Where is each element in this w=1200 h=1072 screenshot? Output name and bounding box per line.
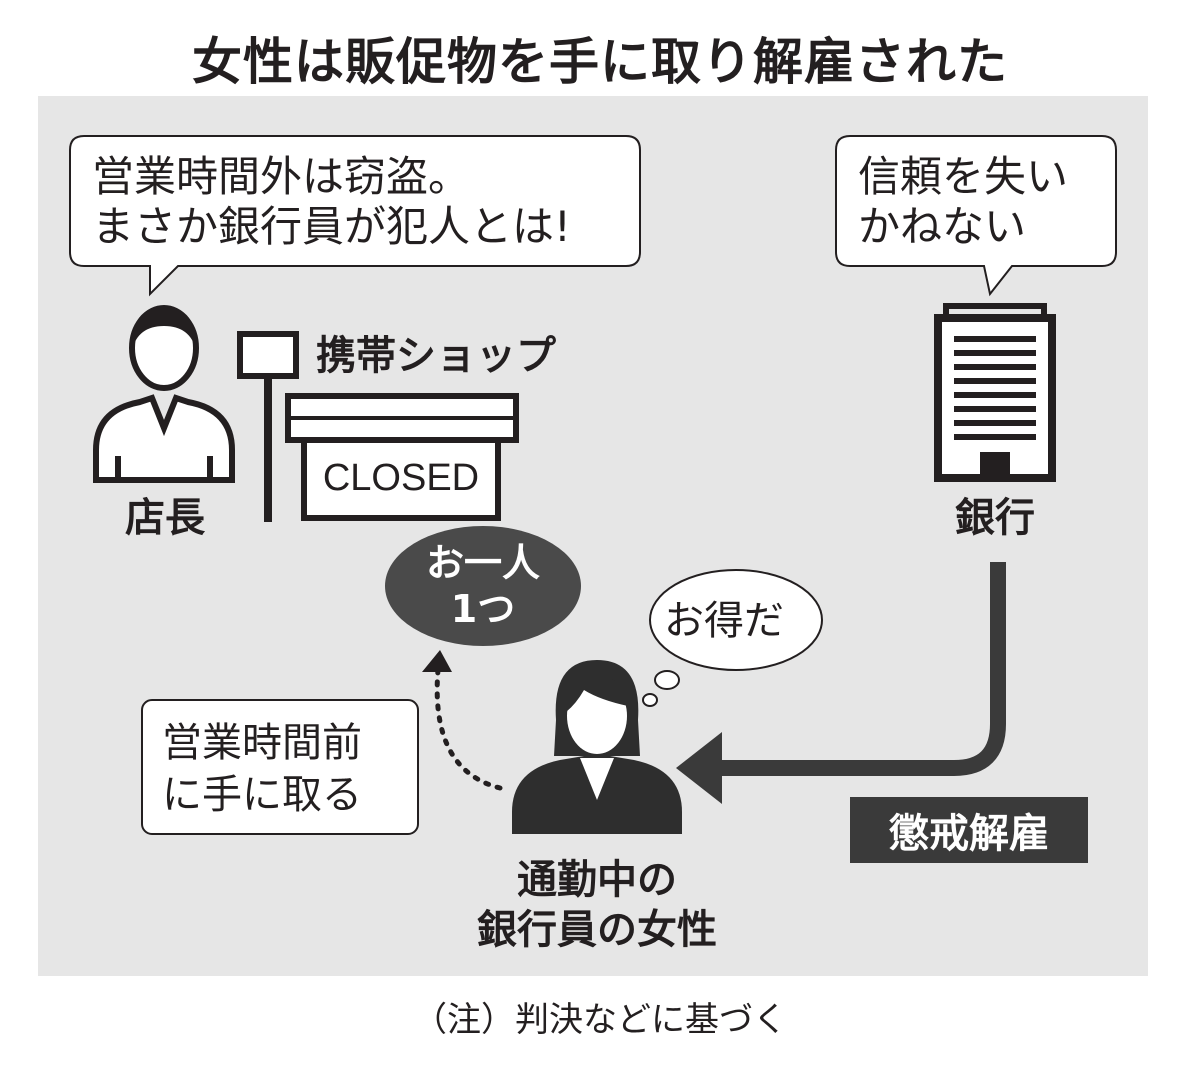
manager-label: 店長 — [125, 495, 205, 541]
promo-oval — [385, 526, 581, 646]
dotted-arrow — [422, 650, 503, 791]
closed-sign: CLOSED — [322, 456, 480, 499]
manager-speech-bubble — [69, 135, 641, 297]
footnote: （注）判決などに基づく — [413, 1000, 787, 1040]
bank-speech-bubble — [835, 135, 1117, 297]
shop-label: 携帯ショップ — [316, 333, 556, 379]
bank-speech-line-2: かねない — [858, 202, 1027, 251]
page-title: 女性は販促物を手に取り解雇された — [192, 33, 1008, 91]
manager-speech-line-2: まさか銀行員が犯人とは! — [92, 202, 571, 251]
action-line-1: 営業時間前 — [162, 720, 362, 766]
woman-label-line-1: 通勤中の — [517, 857, 677, 903]
signpost-icon — [237, 331, 299, 522]
thought-bubble — [642, 569, 823, 707]
dismissal-arrow — [676, 562, 1006, 804]
action-box — [141, 699, 419, 835]
promo-oval-line-1: お一人 — [425, 541, 540, 585]
woman-label-line-2: 銀行員の女性 — [477, 907, 717, 953]
shop-icon — [285, 393, 519, 521]
promo-oval-line-2: 1つ — [450, 587, 516, 631]
bank-label: 銀行 — [955, 495, 1035, 541]
bank-building-icon — [934, 303, 1056, 482]
thought-bubble-text: お得だ — [664, 598, 784, 644]
dismissal-badge: 懲戒解雇 — [850, 797, 1088, 863]
woman-icon — [512, 660, 682, 834]
man-icon — [93, 305, 235, 483]
manager-speech-line-1: 営業時間外は窃盗。 — [92, 152, 471, 201]
bank-speech-line-1: 信頼を失い — [858, 152, 1069, 201]
promo-oval-text: お一人 1つ — [385, 528, 581, 644]
action-line-2: に手に取る — [162, 772, 362, 818]
